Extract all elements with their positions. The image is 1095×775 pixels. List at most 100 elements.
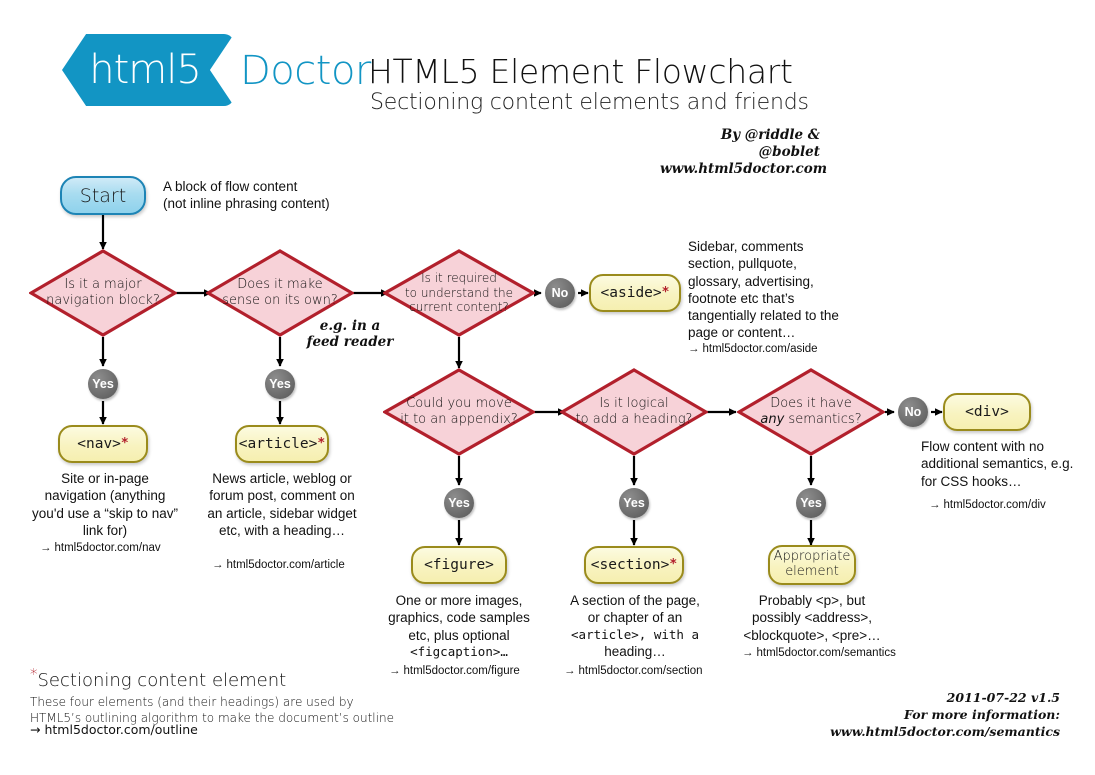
footer-more-url: www.html5doctor.com/semantics: [830, 723, 1060, 739]
decision-move-to-appendix[interactable]: Could you move it to an appendix?: [383, 368, 535, 456]
arrow-right-icon: →: [564, 665, 576, 677]
decision-has-any-semantics[interactable]: Does it have any semantics?: [737, 368, 885, 456]
legend-line2: HTML5’s outlining algorithm to make the …: [30, 711, 394, 726]
byline-author: By @riddle & @boblet: [720, 127, 820, 160]
element-nav-label: <nav>: [77, 436, 121, 452]
element-aside[interactable]: <aside>*: [589, 274, 681, 312]
element-section[interactable]: <section>*: [584, 546, 684, 584]
badge-label: No: [904, 405, 922, 419]
section-desc-line3: <article>, with a: [571, 626, 699, 642]
element-section-label: <section>: [590, 557, 670, 573]
html5-logo: html5: [62, 34, 234, 106]
legend-title-text: Sectioning content element: [37, 670, 287, 691]
arrow-right-icon: →: [688, 343, 700, 355]
link-text: html5doctor.com/semantics: [756, 647, 896, 659]
start-node[interactable]: Start: [60, 176, 146, 215]
annotation-feed-reader: e.g. in a feed reader: [295, 318, 405, 350]
section-desc-line4: heading…: [604, 643, 666, 659]
sectioning-star-icon: *: [30, 665, 38, 683]
annotation-line1: e.g. in a: [319, 318, 381, 334]
element-figure-label: <figure>: [424, 557, 494, 573]
legend-title: *Sectioning content element: [30, 667, 287, 692]
link-text: html5doctor.com/aside: [702, 343, 818, 355]
element-article[interactable]: <article>*: [235, 425, 329, 463]
element-section-link: →html5doctor.com/section: [564, 665, 703, 677]
badge-label: Yes: [448, 496, 470, 510]
arrow-right-icon: →: [40, 542, 52, 554]
element-nav-link: →html5doctor.com/nav: [40, 542, 161, 554]
element-appropriate[interactable]: Appropriate element: [768, 545, 856, 585]
element-div-label: <div>: [965, 404, 1009, 420]
element-nav[interactable]: <nav>*: [58, 425, 148, 463]
arrow-right-icon: →: [929, 499, 941, 511]
start-note-line1: A block of flow content: [163, 179, 298, 194]
figure-desc-line3: etc, plus optional: [408, 627, 510, 643]
figure-desc-line1: One or more images,: [395, 593, 523, 608]
logo-text: html5: [89, 47, 202, 93]
link-text: html5doctor.com/figure: [403, 665, 520, 677]
element-aside-description: Sidebar, comments section, pullquote, gl…: [688, 239, 839, 341]
appropriate-desc-line2: possibly <address>,: [751, 610, 873, 626]
element-figure-link: →html5doctor.com/figure: [389, 665, 520, 677]
footer-version: 2011-07-22 v1.5: [946, 690, 1060, 705]
start-note-line2: (not inline phrasing content): [163, 196, 330, 212]
figure-desc-line4: <figcaption>…: [410, 643, 508, 659]
badge-label: No: [551, 286, 569, 300]
arrow-right-icon: →: [389, 665, 401, 677]
decision-logical-to-add-heading[interactable]: Is it logical to add a heading?: [560, 368, 708, 456]
appropriate-desc-line1: Probably <p>, but: [758, 593, 866, 608]
element-nav-description: Site or in-page navigation (anything you…: [32, 471, 178, 538]
footer-meta: 2011-07-22 v1.5 For more information: ww…: [830, 690, 1060, 741]
legend-line1: These four elements (and their headings)…: [30, 695, 354, 709]
badge-yes-appropriate: Yes: [796, 488, 826, 518]
element-article-label: <article>: [238, 436, 318, 452]
badge-no-div: No: [898, 397, 928, 427]
element-article-description: News article, weblog or forum post, comm…: [207, 471, 357, 538]
element-aside-link: →html5doctor.com/aside: [688, 343, 818, 355]
legend-body: These four elements (and their headings)…: [30, 694, 394, 726]
link-text: html5doctor.com/section: [578, 665, 703, 677]
link-text: html5doctor.com/div: [943, 499, 1046, 511]
logo-brand-doctor: Doctor: [240, 48, 371, 94]
annotation-line2: feed reader: [306, 334, 394, 351]
badge-label: Yes: [623, 496, 645, 510]
badge-yes-nav: Yes: [88, 369, 118, 399]
page-subtitle: Sectioning content elements and friends: [370, 90, 809, 115]
diamond-outline: [383, 249, 535, 337]
element-section-description: A section of the page, or chapter of an …: [556, 592, 714, 660]
arrow-right-icon: →: [30, 722, 41, 737]
element-aside-label: <aside>: [600, 285, 662, 301]
element-div-description: Flow content with no additional semantic…: [921, 439, 1074, 489]
badge-label: Yes: [800, 496, 822, 510]
element-div-link: →html5doctor.com/div: [929, 499, 1046, 511]
element-div[interactable]: <div>: [943, 393, 1031, 431]
decision-major-navigation[interactable]: Is it a major navigation block?: [29, 249, 177, 337]
logo-shield-icon: [62, 34, 234, 106]
start-label: Start: [79, 184, 127, 207]
start-note: A block of flow content (not inline phra…: [163, 178, 373, 213]
element-figure-description: One or more images, graphics, code sampl…: [378, 592, 540, 660]
element-figure[interactable]: <figure>: [411, 546, 507, 584]
appropriate-label-line2: element: [785, 564, 839, 579]
element-article-link: →html5doctor.com/article: [212, 559, 345, 571]
figure-desc-line2: graphics, code samples: [388, 610, 530, 626]
badge-label: Yes: [92, 377, 114, 391]
section-desc-line1: A section of the page,: [570, 593, 700, 608]
arrow-right-icon: →: [742, 647, 754, 659]
diamond-outline: [737, 368, 885, 456]
appropriate-label-line1: Appropriate: [773, 549, 851, 565]
arrow-right-icon: →: [212, 559, 224, 571]
decision-required-to-understand[interactable]: Is it required to understand the current…: [383, 249, 535, 337]
diamond-outline: [206, 249, 354, 337]
link-text: html5doctor.com/article: [226, 559, 345, 571]
diamond-outline: [29, 249, 177, 337]
link-text: html5doctor.com/nav: [54, 542, 161, 554]
appropriate-desc-line3: <blockquote>, <pre>…: [743, 627, 881, 643]
element-appropriate-description: Probably <p>, but possibly <address>, <b…: [733, 592, 891, 644]
diamond-outline: [560, 368, 708, 456]
legend-link: → html5doctor.com/outline: [30, 722, 198, 737]
byline: By @riddle & @boblet www.html5doctor.com: [660, 127, 827, 178]
link-text: html5doctor.com/outline: [44, 722, 198, 737]
